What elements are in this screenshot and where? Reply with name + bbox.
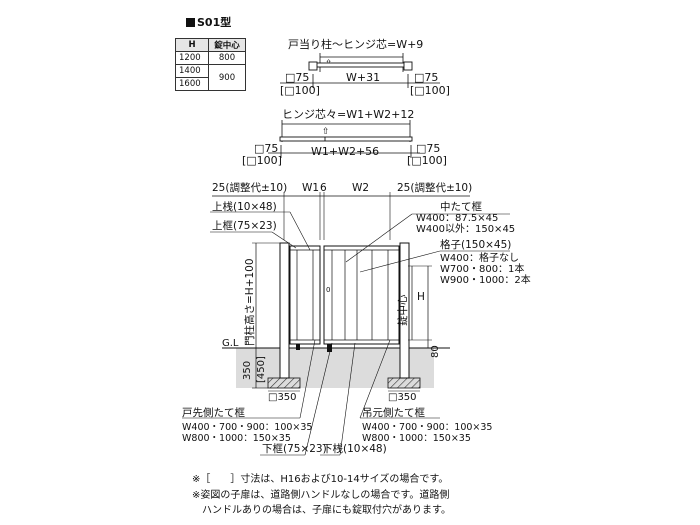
single-gate-top-dim: 戸当り柱～ヒンジ芯=W+9 (288, 37, 423, 51)
gap-label: 6 (320, 182, 327, 194)
single-left-post-alt: [□100] (280, 84, 320, 97)
gate-leaf-large (323, 245, 400, 345)
lattice-label: 格子(150×45) (440, 238, 511, 251)
adjust-right-label: 25(調整代±10) (397, 181, 472, 194)
gate-leaf-plan (315, 62, 407, 68)
latch-frame-sizes2: W800・1000：150×35 (182, 433, 291, 444)
model-title: S01型 (186, 14, 231, 30)
table-row: 1400 900 (175, 64, 246, 91)
leader-line (289, 211, 311, 251)
spec-cell-h: 1600 (175, 77, 209, 91)
lattice-w400: W400：格子なし (440, 251, 519, 264)
double-leaf-plan (279, 136, 413, 142)
lattice-w700: W700・800：1本 (440, 262, 524, 275)
stopper (296, 344, 300, 350)
spec-header-lock: 錠中心 (208, 38, 246, 52)
spec-cell-lock: 900 (208, 64, 246, 91)
title-square-icon (186, 18, 195, 27)
single-right-post-alt: [□100] (410, 84, 450, 97)
hinge-frame-sizes2: W800・1000：150×35 (362, 433, 471, 444)
post-left (279, 242, 290, 379)
double-gate-inner-dim: W1+W2+56 (311, 145, 379, 158)
note-line-1: ※［ ］寸法は、H16および10-14サイズの場合です。 (192, 474, 449, 485)
post-plan-right (403, 61, 413, 71)
spec-table-header: H 錠中心 (175, 38, 246, 52)
mid-frame-label: 中たて框 (440, 200, 482, 213)
leader-line (345, 213, 413, 263)
leader-line (359, 339, 391, 419)
table-row: 1600 (175, 77, 246, 91)
leader-line (359, 250, 441, 273)
bottom-rail-label: 下桟(10×48) (322, 442, 387, 455)
leader-line (299, 339, 316, 419)
w1-label: W1 (302, 182, 319, 194)
drop-bolt (327, 344, 332, 352)
gate-leaf-small (289, 245, 321, 345)
post-foot-right: □350 (388, 392, 417, 403)
w2-label: W2 (352, 182, 369, 194)
gate-elevation: 25(調整代±10) W1 6 W2 25(調整代±10) G.L (182, 181, 531, 456)
adjust-left-label: 25(調整代±10) (212, 181, 287, 194)
mid-frame-other: W400以外：150×45 (416, 223, 515, 235)
leader-line (304, 342, 333, 456)
hinge-frame-sizes1: W400・700・900：100×35 (362, 422, 492, 433)
leader-line (271, 231, 297, 249)
top-rail-label: 上桟(10×48) (212, 200, 277, 213)
bottom-frame-label: 下框(75×23) (262, 442, 327, 455)
mid-frame-w400: W400：87.5×45 (416, 213, 498, 224)
note-line-2: ※姿図の子扉は、道路側ハンドルなしの場合です。道路側 (192, 490, 450, 501)
double-gate-top-dim: ヒンジ芯々=W1+W2+12 (282, 107, 414, 121)
lock-center-label: 錠中心 (396, 294, 409, 326)
foundation-left (267, 377, 301, 389)
note-line-3: ハンドルありの場合は、子扉にも錠取付穴があります。 (192, 505, 451, 516)
depth-450-label: [450] (256, 356, 267, 383)
top-frame-label: 上框(75×23) (212, 219, 277, 232)
lattice-w900: W900・1000：2本 (440, 273, 531, 286)
double-right-post-size: □75 (416, 142, 440, 155)
double-right-post-alt: [□100] (407, 154, 447, 167)
double-left-post-size: □75 (254, 142, 278, 155)
single-left-post-size: □75 (285, 71, 309, 84)
double-gate-plan: ヒンジ芯々=W1+W2+12 ⇧ W1+W2+56 □75 [□100] □75… (242, 107, 447, 167)
double-left-post-alt: [□100] (242, 154, 282, 167)
gl-label: G.L (222, 338, 239, 349)
leader-line (339, 342, 356, 456)
post-plan-left (308, 61, 318, 71)
single-gate-inner-dim: W+31 (346, 71, 380, 84)
single-right-post-size: □75 (414, 71, 438, 84)
h-label: H (417, 291, 425, 303)
single-gate-plan: 戸当り柱～ヒンジ芯=W+9 ⇧ W+31 □75 [□100] □75 [□10… (280, 37, 450, 97)
depth-350-label: 350 (242, 361, 253, 380)
latch-frame-sizes1: W400・700・900：100×35 (182, 422, 312, 433)
hinge-arrow-mark: ⇧ (322, 127, 330, 137)
spec-table: H 錠中心 1200 800 1400 900 1600 (175, 38, 246, 91)
post-foot-left: □350 (268, 392, 297, 403)
foundation-right (387, 377, 421, 389)
latch-frame-title: 戸先側たて框 (182, 406, 245, 419)
post-height-label: 門柱高さ=H+100 (243, 258, 256, 346)
handle-mark: 0 (326, 286, 330, 294)
hinge-frame-title: 吊元側たて框 (362, 406, 425, 419)
dim-80-label: 80 (430, 345, 441, 358)
